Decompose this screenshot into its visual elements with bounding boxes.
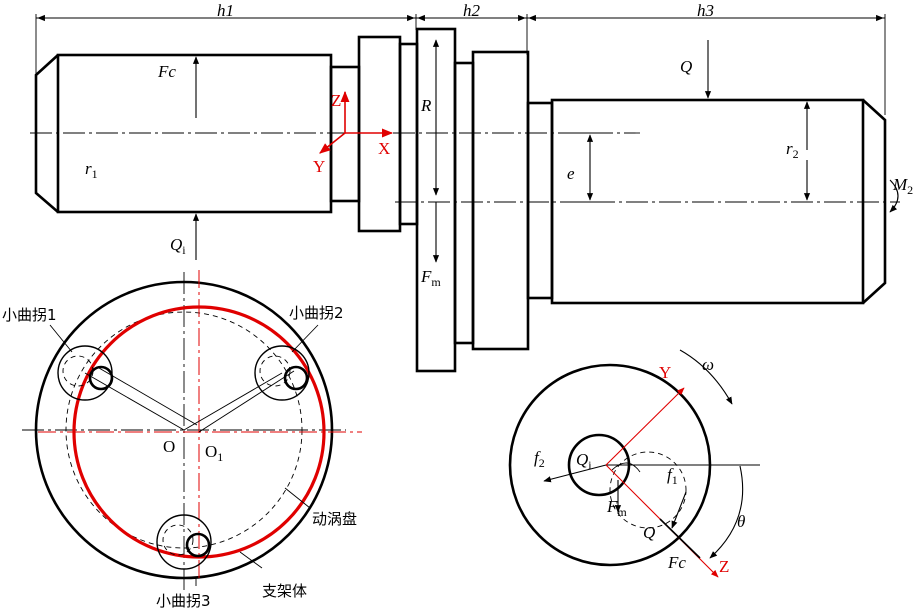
- label-fm: Fm: [420, 267, 441, 289]
- label-orbiting-scroll: 动涡盘: [312, 510, 357, 528]
- axis-y-label: Y: [313, 157, 325, 176]
- dim-h1: h1: [217, 1, 234, 20]
- label-f2: f2: [534, 448, 545, 470]
- axis-x-label: X: [378, 139, 390, 158]
- label-crank-3: 小曲拐3: [156, 592, 211, 610]
- label-detail-fm: Fm: [606, 497, 627, 519]
- label-e: e: [567, 164, 575, 183]
- label-detail-fc: Fc: [667, 553, 686, 572]
- detail-axis-z: Z: [719, 557, 729, 576]
- label-omega: ω: [702, 355, 714, 374]
- label-m2: M2: [892, 175, 913, 197]
- dim-h2: h2: [463, 1, 481, 20]
- label-fc: Fc: [157, 62, 176, 81]
- label-detail-qi: Qi: [576, 450, 592, 472]
- frame-cross-section: [22, 270, 362, 590]
- label-crank-2: 小曲拐2: [289, 304, 344, 322]
- label-r1: r1: [85, 159, 98, 181]
- label-frame-body: 支架体: [262, 582, 307, 600]
- label-detail-q: Q: [643, 523, 655, 542]
- label-r2: r2: [786, 139, 799, 161]
- label-origin-o: O: [163, 437, 175, 456]
- label-theta: θ: [737, 512, 745, 531]
- axis-z-label: Z: [331, 91, 341, 110]
- dim-h3: h3: [697, 1, 714, 20]
- label-f1: f1: [667, 465, 678, 487]
- label-crank-1: 小曲拐1: [2, 306, 57, 324]
- label-q-top: Q: [680, 57, 692, 76]
- detail-axis-y: Y: [659, 363, 671, 382]
- label-origin-o1: O1: [205, 442, 223, 464]
- force-detail-view: [508, 349, 760, 578]
- crankshaft-side-view: [30, 27, 900, 373]
- label-qi-top: Qi: [170, 235, 186, 257]
- dimension-lines: [35, 14, 886, 115]
- label-r: R: [420, 96, 432, 115]
- coordinate-axes: [319, 90, 394, 154]
